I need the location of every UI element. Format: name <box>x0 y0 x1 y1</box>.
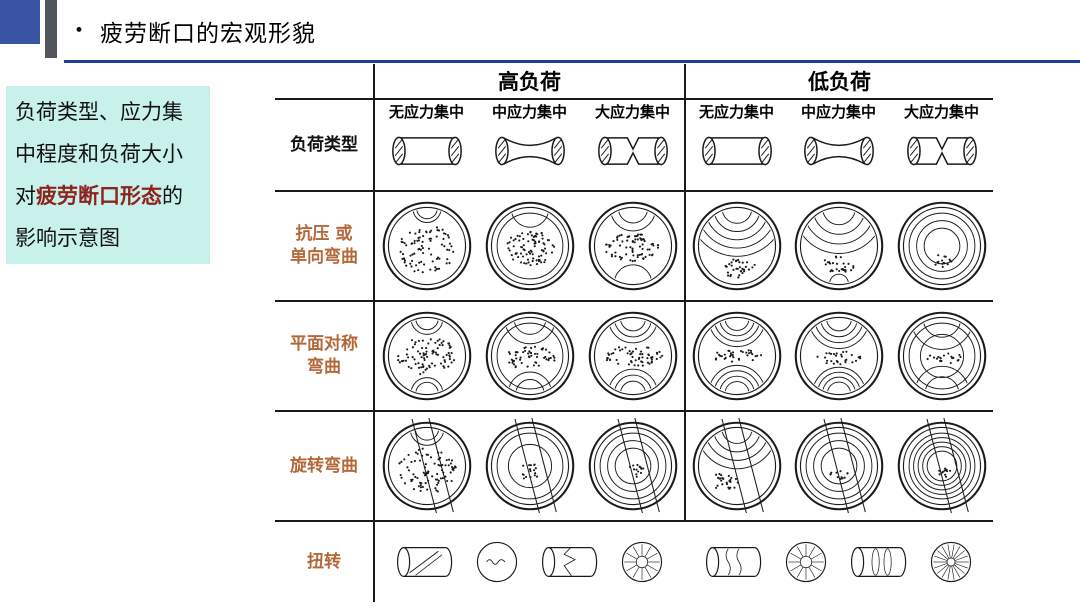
fracture-surface-drawing <box>897 201 986 291</box>
row-label: 平面对称 弯曲 <box>275 302 375 412</box>
torsion-end-view-drawing <box>621 541 662 583</box>
fracture-surface-drawing <box>794 201 883 291</box>
fracture-surface-drawing <box>692 201 781 291</box>
fracture-surface-cell <box>787 302 890 412</box>
row-label-text: 负荷类型 <box>290 134 358 155</box>
torsion-end-view-drawing <box>476 541 517 583</box>
caption-text: 负荷类型、应力集中程度和负荷大小对 <box>15 100 183 208</box>
bullet-icon: • <box>74 20 85 41</box>
specimen-cell: 大应力集中 <box>890 100 993 192</box>
specimen-drawing <box>803 136 874 166</box>
fracture-surface-cell <box>478 412 581 522</box>
torsion-end-view-drawing <box>930 541 971 583</box>
fracture-surface-cell <box>890 192 993 302</box>
fracture-surface-drawing <box>794 311 883 401</box>
title-divider-rule <box>64 60 1080 63</box>
fracture-surface-drawing <box>588 201 677 291</box>
fracture-surface-drawing <box>588 311 677 401</box>
stress-concentration-sub-header: 大应力集中 <box>594 103 670 121</box>
torsion-specimen-drawing <box>851 547 907 577</box>
fracture-surface-drawing <box>692 417 781 514</box>
fracture-surface-drawing <box>382 201 471 291</box>
group-header-high-load: 高负荷 <box>375 64 684 100</box>
fracture-surface-drawing <box>382 417 471 514</box>
torsion-cell <box>375 522 684 602</box>
row-label: 负荷类型 <box>275 100 375 192</box>
row-label-text: 平面对称 弯曲 <box>290 334 358 377</box>
fatigue-fracture-schematic-table: 高负荷 低负荷负荷类型 无应力集中 中应力集中 大应力集中 无应力集中 中应力集中 大应力集中… <box>275 64 993 602</box>
group-header-label: 高负荷 <box>498 70 561 94</box>
torsion-end-view-drawing <box>785 541 826 583</box>
fracture-surface-drawing <box>897 417 986 514</box>
figure-corner-cell <box>275 64 375 100</box>
specimen-cell: 中应力集中 <box>787 100 890 192</box>
fracture-surface-cell <box>890 412 993 522</box>
group-header-label: 低负荷 <box>808 70 871 94</box>
caption-text: 的影响示意图 <box>15 184 183 250</box>
fracture-surface-cell <box>581 302 684 412</box>
caption-box: 负荷类型、应力集中程度和负荷大小对疲劳断口形态的影响示意图 <box>6 86 210 264</box>
fracture-surface-drawing <box>485 417 574 514</box>
torsion-cell <box>684 522 993 602</box>
fracture-surface-cell <box>375 302 478 412</box>
fracture-surface-drawing <box>897 311 986 401</box>
fracture-surface-cell <box>478 192 581 302</box>
caption-emphasis-text: 疲劳断口形态 <box>36 183 162 208</box>
torsion-specimen-drawing <box>397 547 453 577</box>
fracture-surface-drawing <box>692 311 781 401</box>
row-label: 抗压 或 单向弯曲 <box>275 192 375 302</box>
group-header-low-load: 低负荷 <box>684 64 993 100</box>
row-label-text: 抗压 或 单向弯曲 <box>290 224 358 267</box>
stress-concentration-sub-header: 大应力集中 <box>903 103 979 121</box>
fracture-surface-cell <box>375 192 478 302</box>
specimen-drawing <box>597 136 668 166</box>
specimen-drawing <box>391 136 462 166</box>
stress-concentration-sub-header: 无应力集中 <box>698 103 774 121</box>
specimen-cell: 无应力集中 <box>684 100 787 192</box>
stress-concentration-sub-header: 无应力集中 <box>388 103 464 121</box>
fracture-surface-drawing <box>588 417 677 514</box>
specimen-drawing <box>906 136 977 166</box>
fracture-surface-cell <box>787 412 890 522</box>
fracture-surface-drawing <box>794 417 883 514</box>
fracture-surface-drawing <box>485 311 574 401</box>
fracture-surface-cell <box>890 302 993 412</box>
fracture-surface-cell <box>684 412 787 522</box>
row-label-text: 旋转弯曲 <box>290 455 358 476</box>
fracture-surface-cell <box>787 192 890 302</box>
stress-concentration-sub-header: 中应力集中 <box>491 103 567 121</box>
specimen-drawing <box>701 136 772 166</box>
torsion-specimen-drawing <box>706 547 762 577</box>
corner-accent-bar <box>0 0 40 44</box>
fracture-surface-cell <box>375 412 478 522</box>
torsion-specimen-drawing <box>542 547 598 577</box>
slide-title: 疲劳断口的宏观形貌 <box>100 21 317 47</box>
specimen-cell: 中应力集中 <box>478 100 581 192</box>
fracture-surface-cell <box>581 412 684 522</box>
fracture-surface-cell <box>684 302 787 412</box>
row-label: 旋转弯曲 <box>275 412 375 522</box>
specimen-cell: 无应力集中 <box>375 100 478 192</box>
row-label-text: 扭转 <box>307 551 341 572</box>
specimen-cell: 大应力集中 <box>581 100 684 192</box>
fracture-surface-cell <box>684 192 787 302</box>
corner-accent-bar-secondary <box>45 0 57 58</box>
fracture-surface-cell <box>581 192 684 302</box>
slide-title-row: • 疲劳断口的宏观形貌 <box>74 14 316 48</box>
stress-concentration-sub-header: 中应力集中 <box>800 103 876 121</box>
fracture-surface-drawing <box>382 311 471 401</box>
row-label: 扭转 <box>275 522 375 602</box>
fracture-surface-cell <box>478 302 581 412</box>
specimen-drawing <box>494 136 565 166</box>
fracture-surface-drawing <box>485 201 574 291</box>
